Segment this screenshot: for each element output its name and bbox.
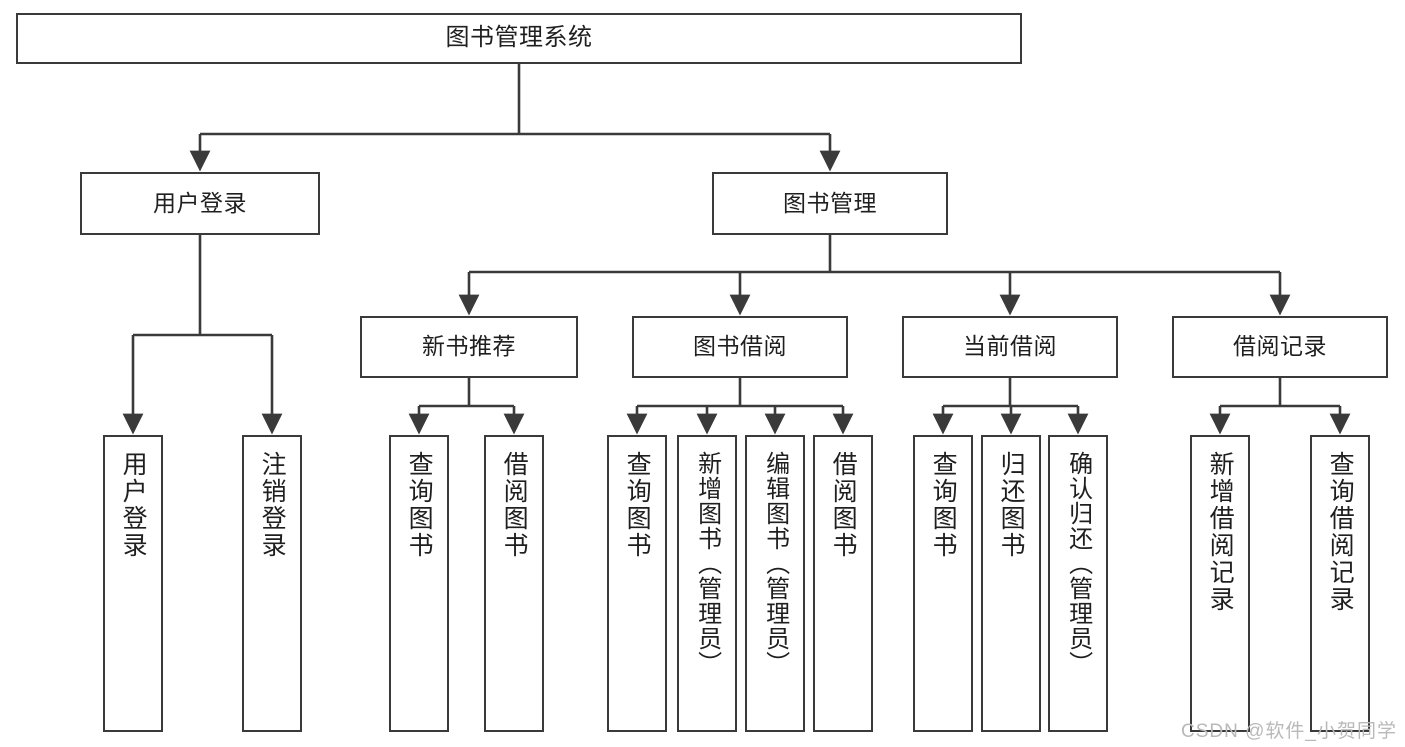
- leaf-borrow-book-recommend[interactable]: 借阅图书: [484, 435, 544, 732]
- node-label: 编辑图书（管理员）: [761, 451, 789, 676]
- leaf-confirm-return-admin[interactable]: 确认归还（管理员）: [1048, 435, 1108, 732]
- watermark: CSDN @软件_小贺同学: [1181, 721, 1397, 742]
- node-label: 图书借阅: [693, 333, 787, 360]
- node-user-login[interactable]: 用户登录: [80, 172, 320, 235]
- node-label: 归还图书: [997, 451, 1026, 559]
- leaf-query-borrow-record[interactable]: 查询借阅记录: [1310, 435, 1370, 732]
- node-label: 借阅图书: [829, 451, 858, 559]
- node-label: 新增借阅记录: [1206, 451, 1235, 613]
- node-borrow-record[interactable]: 借阅记录: [1172, 316, 1388, 378]
- node-current-borrow[interactable]: 当前借阅: [902, 316, 1118, 378]
- node-label: 查询图书: [623, 451, 652, 559]
- node-label: 查询借阅记录: [1326, 451, 1355, 613]
- node-label: 图书管理系统: [445, 24, 593, 52]
- leaf-logout[interactable]: 注销登录: [242, 435, 302, 732]
- node-label: 当前借阅: [963, 333, 1057, 360]
- node-book-borrow[interactable]: 图书借阅: [632, 316, 848, 378]
- leaf-query-book-borrow[interactable]: 查询图书: [607, 435, 667, 732]
- node-label: 借阅记录: [1233, 333, 1327, 360]
- leaf-query-book-recommend[interactable]: 查询图书: [389, 435, 449, 732]
- node-new-book-recommend[interactable]: 新书推荐: [360, 316, 578, 378]
- node-label: 新增图书（管理员）: [693, 451, 721, 676]
- leaf-borrow-book[interactable]: 借阅图书: [813, 435, 873, 732]
- leaf-query-book-current[interactable]: 查询图书: [913, 435, 973, 732]
- leaf-edit-book-admin[interactable]: 编辑图书（管理员）: [745, 435, 805, 732]
- node-label: 确认归还（管理员）: [1064, 451, 1092, 676]
- leaf-add-book-admin[interactable]: 新增图书（管理员）: [677, 435, 737, 732]
- node-label: 新书推荐: [422, 333, 516, 360]
- leaf-add-borrow-record[interactable]: 新增借阅记录: [1190, 435, 1250, 732]
- node-label: 注销登录: [258, 451, 287, 559]
- node-label: 查询图书: [405, 451, 434, 559]
- node-label: 图书管理: [783, 189, 877, 216]
- leaf-user-login[interactable]: 用户登录: [103, 435, 163, 732]
- leaf-return-book[interactable]: 归还图书: [981, 435, 1041, 732]
- node-label: 用户登录: [119, 451, 148, 559]
- node-label: 用户登录: [153, 189, 247, 216]
- node-root-system[interactable]: 图书管理系统: [16, 13, 1022, 64]
- node-label: 查询图书: [929, 451, 958, 559]
- node-book-management[interactable]: 图书管理: [712, 172, 948, 235]
- node-label: 借阅图书: [500, 451, 529, 559]
